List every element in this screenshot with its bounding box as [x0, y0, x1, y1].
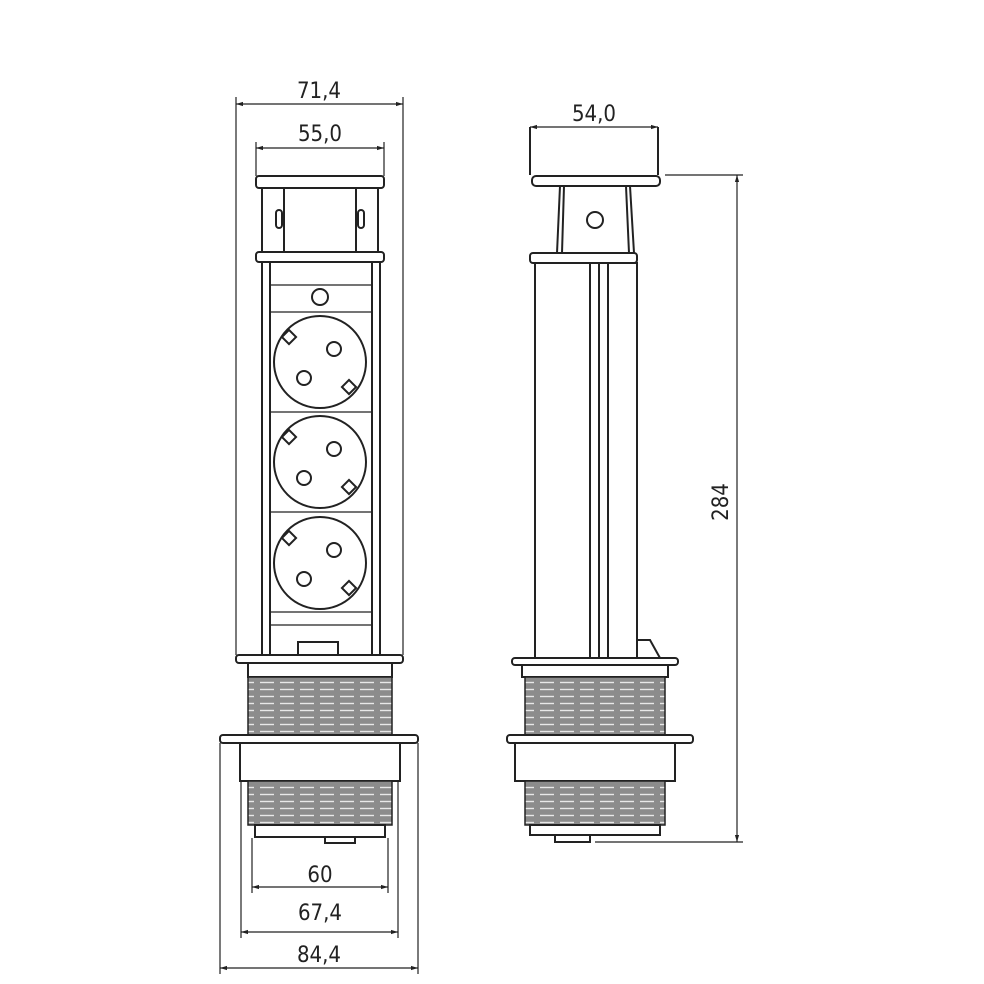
dimension-label: 67,4	[298, 901, 342, 926]
dimension-label: 84,4	[297, 943, 341, 968]
dimension-label: 55,0	[298, 122, 342, 147]
dimension-outer-width: 71,4	[235, 79, 404, 655]
upper-thread	[247, 676, 393, 736]
indicator-light-icon	[311, 288, 329, 306]
dimension-cutout: 60	[251, 838, 389, 893]
dimension-cap-width: 54,0	[530, 102, 658, 130]
pop-up-head	[529, 127, 661, 264]
dimension-height: 284	[595, 174, 743, 843]
socket-2	[273, 415, 367, 509]
dimension-label: 54,0	[572, 102, 616, 127]
lower-thread	[247, 780, 393, 826]
dimension-label: 284	[709, 483, 734, 521]
upper-thread	[524, 676, 666, 736]
socket-1	[273, 315, 367, 409]
side-view: 54,0 28	[506, 102, 743, 843]
lower-thread	[524, 780, 666, 826]
indicator-light-icon	[586, 211, 604, 229]
pop-up-head	[255, 175, 385, 263]
base-assembly	[219, 654, 419, 844]
dimension-ring-width: 67,4	[240, 781, 399, 938]
dimension-flange-width: 84,4	[219, 743, 419, 974]
front-view: 71,4 55,0	[219, 79, 419, 974]
column-body	[534, 262, 661, 659]
dimension-label: 71,4	[297, 79, 341, 104]
socket-3	[273, 516, 367, 610]
base-assembly	[506, 657, 694, 843]
dimension-label: 60	[307, 863, 332, 888]
dimension-inner-width: 55,0	[255, 122, 385, 176]
